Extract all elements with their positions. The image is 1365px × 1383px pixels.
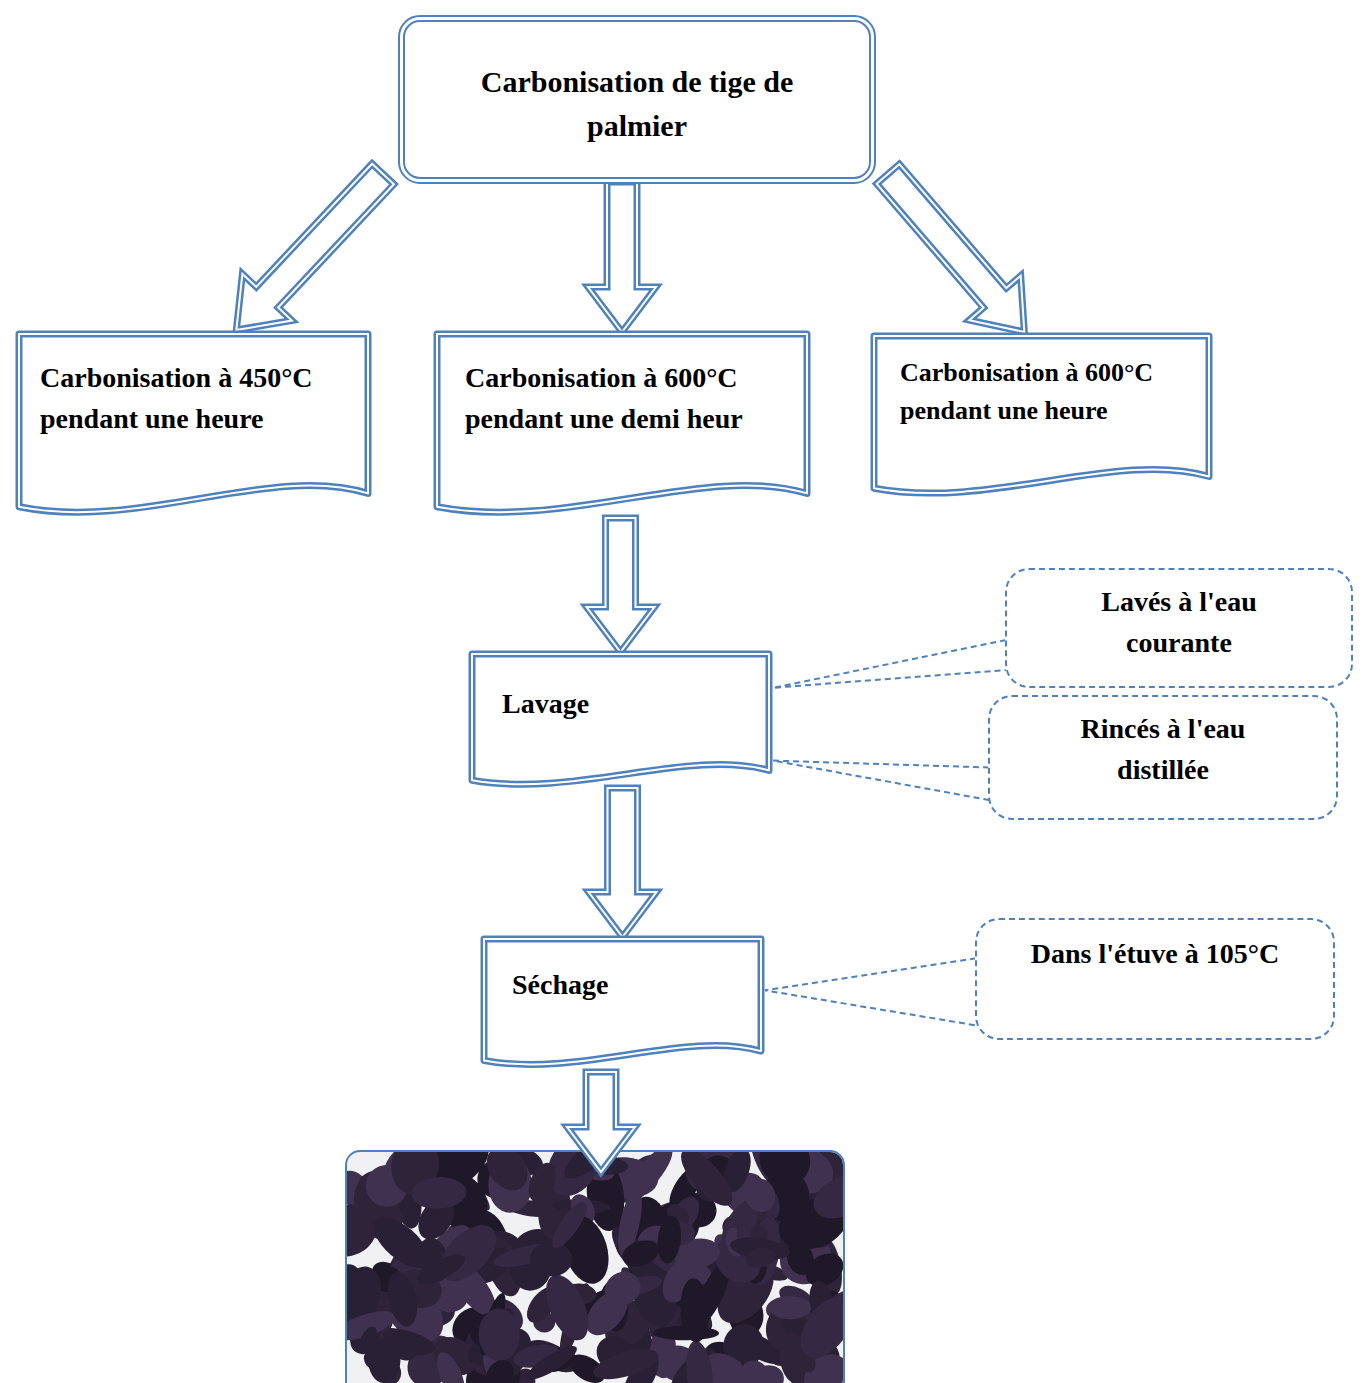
box-content: Carbonisation à 600°C pendant une demi h…: [433, 330, 811, 489]
node-text: Dans l'étuve à 105°C: [995, 934, 1315, 975]
charcoal-piece: [478, 1308, 521, 1362]
node-text: Carbonisation à 450°C pendant une heure: [40, 358, 327, 439]
charcoal-piece: [523, 1159, 561, 1207]
process-box: Lavage: [468, 650, 773, 790]
box-content: Carbonisation de tige de palmier: [405, 22, 869, 177]
callout-box: Rincés à l'eau distillée: [988, 695, 1338, 820]
block-arrow-outline: [877, 164, 1025, 332]
document-outline: [437, 334, 807, 512]
document-outline: [874, 336, 1209, 493]
charcoal-piece: [411, 1176, 467, 1209]
node-text: Carbonisation à 600°C pendant une demi h…: [465, 358, 796, 439]
block-arrow-inner: [588, 182, 656, 332]
node-text: Lavage: [502, 684, 753, 725]
document-outline-inner: [874, 336, 1209, 493]
photo-frame: [346, 1151, 844, 1383]
process-box: Carbonisation à 600°C pendant une demi h…: [433, 330, 811, 520]
charcoal-piece: [744, 1245, 777, 1270]
block-arrow-outline: [588, 182, 656, 332]
block-arrow-inner: [567, 1072, 635, 1172]
box-content: Carbonisation à 600°C pendant une heure: [870, 332, 1213, 473]
document-shape: [468, 650, 773, 790]
charcoal-piece: [619, 1236, 662, 1271]
document-outline: [472, 654, 769, 784]
charcoal-piece: [618, 1152, 679, 1207]
charcoal-photo: [347, 1152, 843, 1383]
node-text: Lavés à l'eau courante: [1062, 582, 1296, 663]
block-arrow: [588, 182, 656, 332]
callout-box: Lavés à l'eau courante: [1005, 568, 1353, 688]
leader-line: [773, 640, 1006, 688]
block-arrow-outline: [236, 164, 394, 330]
charcoal-piece: [547, 1197, 593, 1252]
process-box: Carbonisation à 600°C pendant une heure: [870, 332, 1213, 500]
leader-line: [765, 958, 976, 1025]
leader-line: [773, 761, 989, 800]
charcoal-piece: [413, 1249, 469, 1290]
process-box: Carbonisation à 450°C pendant une heure: [15, 330, 372, 520]
callout-box: Dans l'étuve à 105°C: [975, 918, 1335, 1040]
charcoal-piece: [393, 1338, 420, 1363]
leader-path: [773, 640, 1006, 688]
leader-path: [765, 958, 976, 1025]
leader-path: [773, 761, 989, 800]
charcoal-piece: [741, 1175, 779, 1216]
box-content: Dans l'étuve à 105°C: [977, 920, 1333, 985]
block-arrow: [587, 518, 655, 652]
charcoal-piece: [673, 1152, 741, 1213]
document-outline-inner: [472, 654, 769, 784]
charcoal-piece: [769, 1296, 811, 1320]
charcoal-piece: [590, 1343, 662, 1383]
charcoal-piece: [683, 1339, 717, 1383]
block-arrow: [567, 1072, 635, 1172]
charcoal-piece: [679, 1277, 711, 1343]
photo-ground: [347, 1152, 843, 1383]
node-text: Séchage: [512, 965, 745, 1006]
charcoal-piece: [356, 1324, 381, 1355]
box-content: Séchage: [480, 935, 765, 1046]
document-outline-inner: [19, 334, 368, 512]
block-arrow-outline: [587, 518, 655, 652]
block-arrow: [236, 164, 394, 330]
title-box: Carbonisation de tige de palmier: [398, 15, 876, 184]
block-arrow: [589, 788, 657, 937]
process-box: Séchage: [480, 935, 765, 1070]
box-content: Lavés à l'eau courante: [1007, 570, 1351, 673]
document-shape: [480, 935, 765, 1070]
document-outline: [19, 334, 368, 512]
block-arrow-inner: [587, 518, 655, 652]
charcoal-piece: [383, 1269, 422, 1330]
charcoal-piece: [529, 1241, 573, 1277]
document-outline-inner: [437, 334, 807, 512]
node-text: Rincés à l'eau distillée: [1045, 709, 1281, 790]
block-arrow-inner: [236, 164, 394, 330]
charcoal-piece: [480, 1355, 519, 1383]
node-text: Carbonisation de tige de palmier: [445, 60, 829, 147]
charcoal-piece: [431, 1348, 470, 1383]
charcoal-piece: [655, 1214, 683, 1264]
charcoal-piece: [478, 1152, 536, 1198]
block-arrow: [877, 164, 1025, 332]
block-arrow-outline: [589, 788, 657, 937]
box-content: Rincés à l'eau distillée: [990, 697, 1336, 800]
charcoal-piece: [736, 1358, 791, 1383]
block-arrow-inner: [589, 788, 657, 937]
charcoal-piece: [807, 1166, 843, 1227]
charcoal-piece: [523, 1341, 581, 1383]
block-arrow-inner: [877, 164, 1025, 332]
node-text: Carbonisation à 600°C pendant une heure: [900, 354, 1173, 429]
document-outline: [484, 939, 761, 1064]
box-content: Carbonisation à 450°C pendant une heure: [15, 330, 372, 489]
charcoal-piece: [790, 1286, 843, 1367]
document-outline-inner: [484, 939, 761, 1064]
box-content: Lavage: [468, 650, 773, 765]
